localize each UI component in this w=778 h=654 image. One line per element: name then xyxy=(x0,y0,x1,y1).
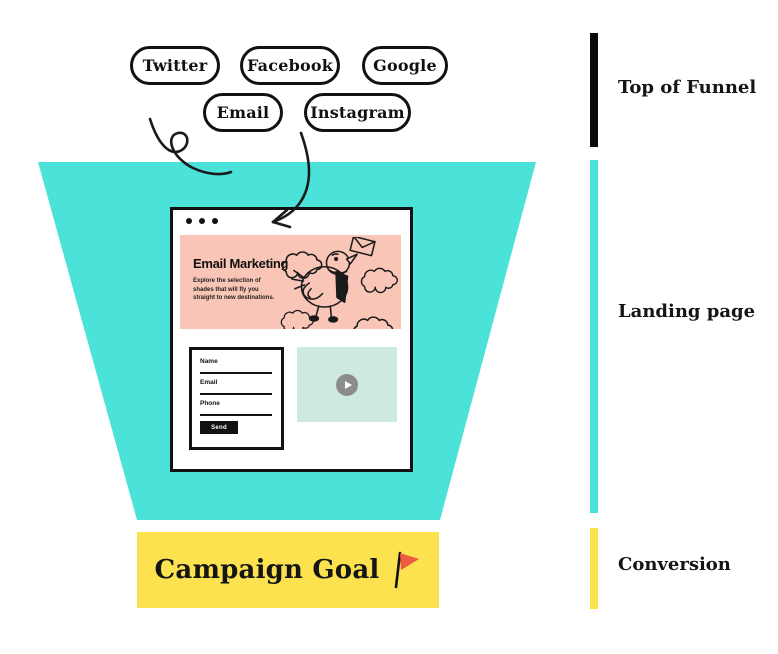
flag-icon xyxy=(395,551,420,589)
stage-bar-top-of-funnel xyxy=(590,33,598,147)
play-triangle-icon xyxy=(344,380,352,389)
cloud-icon xyxy=(280,309,314,329)
send-button[interactable]: Send xyxy=(200,421,238,434)
phone-input[interactable] xyxy=(200,407,272,416)
stage-label-conversion: Conversion xyxy=(618,554,731,575)
channel-pill-email[interactable]: Email xyxy=(203,93,283,132)
stage-bar-landing-page xyxy=(590,160,598,513)
channel-pill-facebook[interactable]: Facebook xyxy=(240,46,340,85)
channel-pill-google[interactable]: Google xyxy=(362,46,448,85)
stage-label-landing-page: Landing page xyxy=(618,301,756,322)
stage-bar-conversion xyxy=(590,528,598,609)
cloud-icon xyxy=(281,251,323,279)
play-icon[interactable] xyxy=(336,373,358,396)
stage-label-top-of-funnel: Top of Funnel xyxy=(618,77,757,98)
window-dot xyxy=(199,218,205,224)
browser-window: Email Marketing Explore the selection of… xyxy=(170,207,413,472)
channel-pill-twitter[interactable]: Twitter xyxy=(130,46,220,85)
bird-illustration xyxy=(280,237,398,329)
campaign-goal-label: Campaign Goal xyxy=(154,555,380,585)
window-dot xyxy=(212,218,218,224)
video-placeholder[interactable] xyxy=(297,347,397,422)
campaign-goal-banner: Campaign Goal xyxy=(137,532,439,608)
name-input[interactable] xyxy=(200,365,272,374)
banner-body: Explore the selection of shades that wil… xyxy=(193,278,275,302)
cloud-icon xyxy=(352,316,394,329)
cloud-icon xyxy=(360,267,398,294)
lead-form: Name Email Phone Send xyxy=(189,347,284,450)
email-input[interactable] xyxy=(200,386,272,395)
window-controls xyxy=(186,218,218,224)
form-field-label: Name xyxy=(200,358,218,365)
hero-banner: Email Marketing Explore the selection of… xyxy=(180,235,401,329)
window-dot xyxy=(186,218,192,224)
form-field-label: Email xyxy=(200,379,218,386)
form-field-label: Phone xyxy=(200,400,220,407)
channel-pill-instagram[interactable]: Instagram xyxy=(304,93,411,132)
